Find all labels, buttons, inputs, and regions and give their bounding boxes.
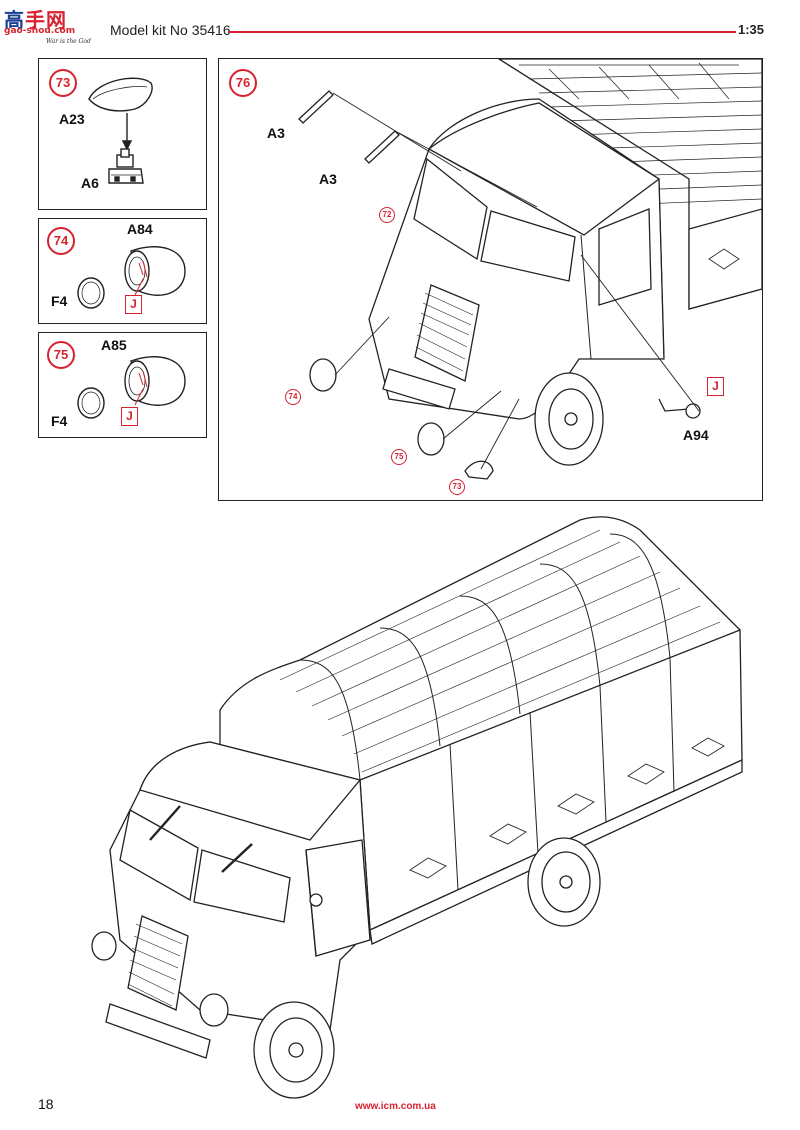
ref-step-marker: 75 — [391, 449, 407, 465]
paint-code-badge: J — [121, 407, 138, 426]
step-73-panel: 73 A23 A6 — [38, 58, 207, 210]
part-label: A3 — [319, 171, 337, 187]
step-75-drawing — [77, 356, 186, 419]
step-74-drawing — [77, 246, 186, 309]
step-76-drawing — [298, 59, 762, 480]
part-label: A23 — [59, 111, 85, 127]
step-73-drawing — [88, 77, 153, 184]
part-label: A94 — [683, 427, 709, 443]
page-header: 高手网 gao-shou.com War is the God Model ki… — [0, 0, 800, 60]
step-number-badge: 75 — [47, 341, 75, 369]
watermark-logo: 高手网 gao-shou.com War is the God — [4, 4, 96, 50]
header-rule — [228, 31, 736, 33]
assembled-truck-illustration — [91, 516, 743, 1099]
logo-text-b: 手网 — [25, 8, 67, 32]
page-number: 18 — [38, 1096, 54, 1112]
part-label: A85 — [101, 337, 127, 353]
part-label: A3 — [267, 125, 285, 141]
step-number-badge: 73 — [49, 69, 77, 97]
logo-url: gao-shou.com — [4, 26, 76, 36]
ref-step-marker: 73 — [449, 479, 465, 495]
part-label: A84 — [127, 221, 153, 237]
step-76-panel: 76 A3 A3 A94 J 72 74 75 73 — [218, 58, 763, 501]
part-label: A6 — [81, 175, 99, 191]
paint-code-badge: J — [125, 295, 142, 314]
website-link[interactable]: www.icm.com.ua — [355, 1101, 436, 1112]
logo-tagline: War is the God — [46, 38, 91, 45]
step-number-badge: 74 — [47, 227, 75, 255]
ref-step-marker: 74 — [285, 389, 301, 405]
part-label: F4 — [51, 293, 68, 309]
scale-label: 1:35 — [738, 22, 765, 37]
paint-code-badge: J — [707, 377, 724, 396]
step-number-badge: 76 — [229, 69, 257, 97]
part-label: F4 — [51, 413, 68, 429]
logo-text-a: 高 — [4, 8, 25, 32]
kit-title: Model kit No 35416 — [110, 22, 231, 38]
step-75-panel: 75 A85 F4 J — [38, 332, 207, 438]
ref-step-marker: 72 — [379, 207, 395, 223]
step-74-panel: 74 A84 F4 J — [38, 218, 207, 324]
